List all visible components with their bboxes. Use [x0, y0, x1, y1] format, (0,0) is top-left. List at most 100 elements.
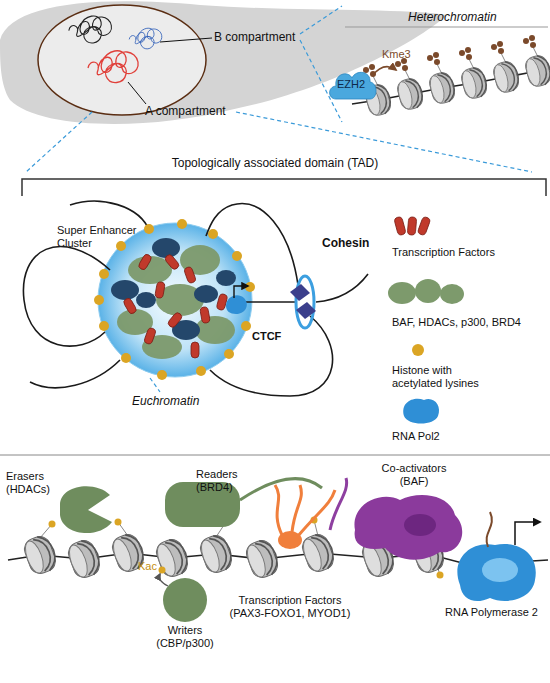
legend-swatch	[394, 216, 431, 236]
legend-text: BAF, HDACs, p300, BRD4	[392, 316, 542, 329]
nucleosome	[359, 536, 397, 579]
methyl-mark	[427, 52, 440, 65]
rna-pol2-symbol	[457, 544, 535, 601]
rna-pol2-highlight	[482, 558, 518, 582]
chromatin-loop	[246, 301, 296, 303]
legend-text: Transcription Factors	[392, 246, 542, 259]
baf-coactivator	[354, 495, 462, 560]
nucleosome	[395, 76, 425, 111]
nucleosome	[65, 537, 103, 580]
text-label: Readers (BRD4)	[196, 468, 246, 494]
chromatin-loop	[23, 247, 110, 347]
text-label: Euchromatin	[132, 394, 199, 408]
nucleosome	[243, 537, 281, 580]
ac-tails	[40, 520, 440, 575]
acetyl-dot	[311, 517, 318, 524]
reader-tail	[240, 479, 322, 500]
nucleosome	[153, 536, 191, 579]
histone-tail	[118, 522, 128, 536]
chromatin-black	[69, 16, 112, 43]
methyl-mark	[523, 35, 536, 48]
text-label: Kme3	[382, 48, 411, 61]
swatch-shape	[417, 216, 431, 236]
text-label: Heterochromatin	[408, 10, 497, 24]
histone-tail	[162, 541, 172, 570]
text-label: B compartment	[214, 30, 295, 44]
cell-body	[0, 1, 447, 124]
zoom-line	[26, 112, 92, 172]
protein-cloud: EZH2	[328, 68, 374, 100]
panel-rule	[345, 27, 548, 28]
acetyl-dot	[49, 521, 56, 528]
swatch-shape	[394, 216, 406, 235]
nucleosome	[491, 59, 521, 94]
acetyl-dot	[115, 519, 122, 526]
text-label: Cohesin	[322, 236, 369, 250]
text-label: Co-activators (BAF)	[368, 462, 460, 488]
legend-text: Histone with acetylated lysines	[392, 364, 504, 390]
legend-swatch	[412, 344, 424, 356]
swatch-shape	[412, 344, 424, 356]
methyl-mark	[491, 41, 504, 54]
nucleus	[38, 5, 206, 115]
text-label: Kac	[138, 560, 157, 573]
text-label: CTCF	[252, 330, 281, 343]
cbp-writer	[163, 578, 207, 622]
tf-strand	[298, 490, 335, 536]
acetyl-dots	[94, 219, 255, 380]
ac-marks	[49, 517, 444, 579]
methylation-arrow	[372, 67, 396, 76]
dna-linker	[8, 553, 548, 565]
acetyl-dot	[437, 572, 444, 579]
swatch-shape	[388, 282, 416, 304]
histone-tail	[314, 520, 318, 536]
acetyl-dot	[159, 567, 166, 574]
tf-body	[278, 531, 302, 549]
node-text: Super Enhancer Cluster	[57, 224, 143, 250]
histone-tail	[428, 537, 440, 575]
nucleosome	[427, 70, 457, 105]
text-label: Transcription Factors (PAX3-FOXO1, MYOD1…	[226, 594, 354, 620]
text-label: RNA Polymerase 2	[445, 606, 538, 619]
zoom-line	[300, 6, 342, 34]
panel-separator	[0, 455, 550, 456]
text-label: Topologically associated domain (TAD)	[60, 156, 490, 170]
baf-coactivator	[404, 514, 436, 536]
acetylation-arrow	[159, 574, 168, 586]
leader-line	[128, 82, 146, 104]
legend-text: RNA Pol2	[392, 430, 542, 443]
hdac-eraser	[60, 486, 112, 533]
cohesin-ring	[296, 276, 314, 328]
nucleosome	[409, 532, 447, 575]
chromatin-loop	[30, 360, 120, 388]
chromatin-fiber	[23, 201, 368, 396]
chromatin-loop	[316, 274, 368, 302]
node-text: EZH2	[328, 78, 374, 91]
tf-strand	[292, 485, 301, 532]
acetyl-dot	[223, 519, 230, 526]
histone-tail	[216, 522, 226, 537]
methyl-mark	[459, 47, 472, 60]
text-label: Erasers (HDACs)	[6, 470, 61, 496]
swatch-shape	[415, 279, 441, 303]
nucleosome	[21, 533, 59, 576]
tf-strands	[275, 478, 347, 536]
text-label: Writers (CBP/p300)	[145, 624, 225, 650]
tad-bracket	[22, 179, 546, 196]
legend-swatch	[388, 279, 464, 304]
enhancer-cluster: Super Enhancer Cluster	[97, 222, 253, 378]
legend-swatch	[403, 399, 439, 424]
ctcf-symbol	[290, 284, 310, 301]
chromatin-blue	[129, 28, 162, 49]
tf-strand	[275, 485, 282, 535]
nucleosome	[523, 53, 550, 88]
swatch-shape	[403, 399, 439, 424]
zoom-line	[150, 378, 160, 392]
rna-transcript	[487, 512, 492, 547]
cluster-circle	[98, 223, 252, 377]
nucleosome	[197, 532, 235, 575]
transcription-arrow	[515, 522, 540, 545]
leader-line	[160, 38, 212, 42]
histone-tail	[40, 524, 52, 538]
